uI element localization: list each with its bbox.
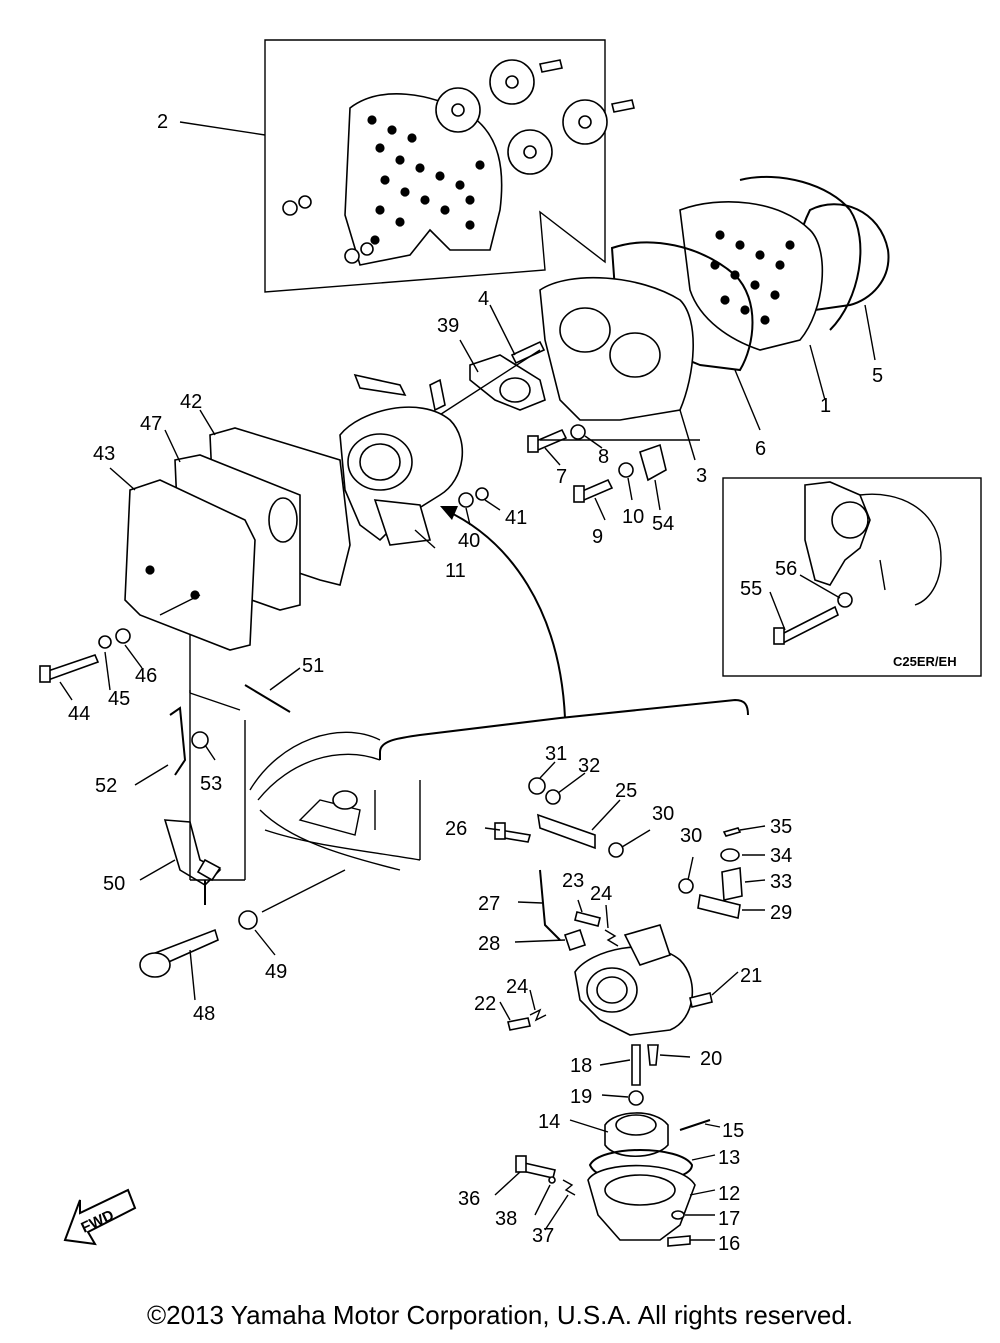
callout-20: 20 xyxy=(700,1048,722,1070)
callout-25: 25 xyxy=(615,780,637,802)
callout-27: 27 xyxy=(478,893,500,915)
engine-cowling xyxy=(249,731,421,871)
reed-plate-holes xyxy=(367,115,485,245)
callout-29: 29 xyxy=(770,902,792,924)
callout-53: 53 xyxy=(200,773,222,795)
callout-5: 5 xyxy=(872,365,883,387)
c25er-eh-inset xyxy=(722,477,982,677)
callout-35: 35 xyxy=(770,816,792,838)
callout-45: 45 xyxy=(108,688,130,710)
callout-1: 1 xyxy=(820,395,831,417)
callout-36: 36 xyxy=(458,1188,480,1210)
callout-51: 51 xyxy=(302,655,324,677)
callout-33: 33 xyxy=(770,871,792,893)
callout-labels: 1 2 3 4 5 6 7 8 9 10 11 12 13 14 15 16 1… xyxy=(68,111,957,1255)
reed-valve-detail-box xyxy=(179,39,635,293)
callout-54: 54 xyxy=(652,513,674,535)
callout-18: 18 xyxy=(570,1055,592,1077)
copyright-notice: ©2013 Yamaha Motor Corporation, U.S.A. A… xyxy=(146,1300,854,1330)
callout-34: 34 xyxy=(770,845,792,867)
petal-reed xyxy=(435,59,608,175)
callout-22: 22 xyxy=(474,993,496,1015)
inset-model-label: C25ER/EH xyxy=(893,654,957,669)
callout-43: 43 xyxy=(93,443,115,465)
callout-40: 40 xyxy=(458,530,480,552)
callout-15: 15 xyxy=(722,1120,744,1142)
callout-50: 50 xyxy=(103,873,125,895)
callout-32: 32 xyxy=(578,755,600,777)
choke-linkage xyxy=(134,690,346,1001)
callout-3: 3 xyxy=(696,465,707,487)
callout-42: 42 xyxy=(180,391,202,413)
callout-41: 41 xyxy=(505,507,527,529)
callout-30-left: 30 xyxy=(680,825,702,847)
reed-valve-assembly xyxy=(434,175,890,521)
callout-24-upper: 24 xyxy=(590,883,612,905)
callout-23: 23 xyxy=(562,870,584,892)
callout-44: 44 xyxy=(68,703,90,725)
callout-31: 31 xyxy=(545,743,567,765)
callout-21: 21 xyxy=(740,965,762,987)
callout-26: 26 xyxy=(445,818,467,840)
callout-24-lower: 24 xyxy=(506,976,528,998)
callout-49: 49 xyxy=(265,961,287,983)
callout-19: 19 xyxy=(570,1086,592,1108)
callout-48: 48 xyxy=(193,1003,215,1025)
carburetor-exploded xyxy=(484,761,766,1247)
callout-13: 13 xyxy=(718,1147,740,1169)
callout-16: 16 xyxy=(718,1233,740,1255)
callout-30-right: 30 xyxy=(652,803,674,825)
callout-28: 28 xyxy=(478,933,500,955)
callout-8: 8 xyxy=(598,446,609,468)
detail-callout xyxy=(379,506,749,760)
callout-47: 47 xyxy=(140,413,162,435)
callout-14: 14 xyxy=(538,1111,560,1133)
callout-56: 56 xyxy=(775,558,797,580)
intake-silencer xyxy=(39,409,351,713)
callout-10: 10 xyxy=(622,506,644,528)
callout-4: 4 xyxy=(478,288,489,310)
callout-12: 12 xyxy=(718,1183,740,1205)
callout-6: 6 xyxy=(755,438,766,460)
callout-37: 37 xyxy=(532,1225,554,1247)
callout-2: 2 xyxy=(157,111,168,133)
callout-17: 17 xyxy=(718,1208,740,1230)
callout-46: 46 xyxy=(135,665,157,687)
carburetor-assembly-top xyxy=(339,373,501,549)
callout-38: 38 xyxy=(495,1208,517,1230)
callout-39: 39 xyxy=(437,315,459,337)
callout-11: 11 xyxy=(445,560,466,582)
callout-55: 55 xyxy=(740,578,762,600)
callout-7: 7 xyxy=(556,466,567,488)
forward-direction-arrow: FWD xyxy=(63,1188,137,1246)
callout-52: 52 xyxy=(95,775,117,797)
callout-9: 9 xyxy=(592,526,603,548)
